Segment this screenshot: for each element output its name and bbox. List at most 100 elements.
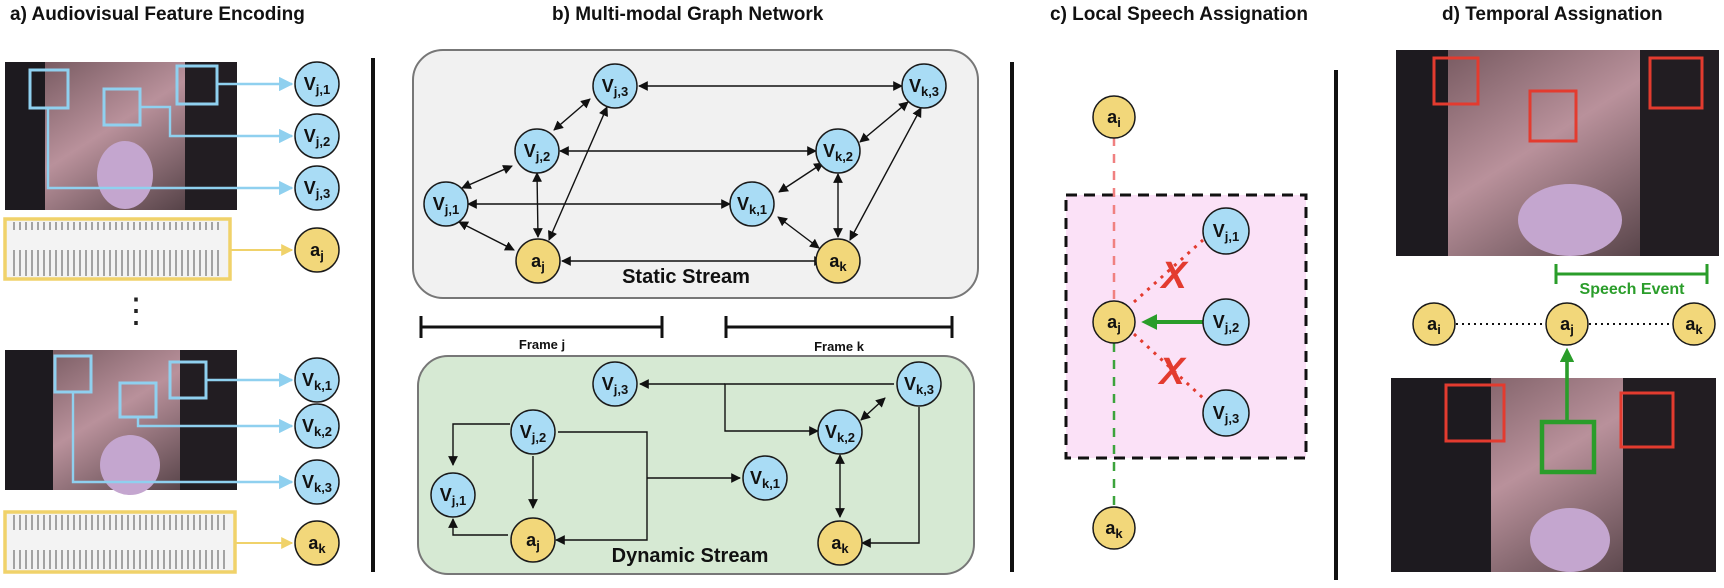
static-node-3-subscript: j (540, 259, 545, 274)
encoded-node-1-label: Vj,2 (304, 126, 330, 149)
temporal-node-aj-circle (1545, 302, 1589, 346)
encoded-node-0-subscript: j,1 (315, 82, 330, 97)
assign-node-ak-circle (1092, 506, 1136, 550)
encoded-node-4-subscript: k,1 (314, 378, 332, 393)
encoded-node-3-subscript: j (319, 248, 324, 263)
temporal-node-ak: ak (1672, 302, 1716, 346)
static-node-3-label: aj (531, 251, 545, 274)
dynamic-node-1-subscript: j,2 (531, 430, 546, 445)
video-frame-bottom (1391, 378, 1716, 572)
dynamic-node-3-circle (510, 517, 556, 563)
dynamic-node-1-label: Vj,2 (520, 422, 546, 445)
static-node-4-circle (901, 63, 947, 109)
encoded-node-7: ak (294, 520, 340, 566)
dynamic-node-2-label: Vj,1 (440, 485, 466, 508)
link-face-j3 (46, 108, 294, 196)
static-node-5: Vk,2 (815, 128, 861, 174)
speech-event-bracket (1554, 264, 1709, 284)
audio-waveform-k (3, 510, 237, 574)
static-node-0-subscript: j,3 (613, 84, 628, 99)
dynamic-node-2-circle (430, 472, 476, 518)
static-node-4: Vk,3 (901, 63, 947, 109)
dynamic-node-3-label: aj (526, 530, 540, 553)
dynamic-node-7-circle (817, 520, 863, 566)
audio-waveform-j (3, 217, 232, 281)
static-node-0-label: Vj,3 (602, 76, 628, 99)
assign-node-aj-circle (1092, 300, 1136, 344)
dynamic-node-0-label: Vj,3 (602, 374, 628, 397)
encoded-node-3-label: aj (310, 240, 324, 263)
temporal-node-aj-label: aj (1560, 314, 1574, 337)
static-node-1: Vj,2 (514, 128, 560, 174)
static-node-7-subscript: k (839, 259, 847, 274)
static-node-5-subscript: k,2 (835, 149, 853, 164)
static-node-6-label: Vk,1 (737, 194, 767, 217)
dynamic-node-4-subscript: k,3 (916, 382, 934, 397)
static-node-6: Vk,1 (729, 181, 775, 227)
encoded-node-6-subscript: k,3 (314, 480, 332, 495)
assign-node-vj2-subscript: j,2 (1224, 320, 1239, 335)
dynamic-stream-box (417, 355, 975, 575)
temporal-node-aj-subscript: j (1569, 322, 1574, 337)
assign-node-vj1-circle (1202, 207, 1250, 255)
dynamic-node-1-circle (510, 409, 556, 455)
static-node-3: aj (515, 238, 561, 284)
dynamic-edges (448, 379, 920, 548)
assign-node-vj3-circle (1202, 389, 1250, 437)
temporal-node-ai-label: ai (1427, 314, 1441, 337)
speech-event-label: Speech Event (1580, 281, 1686, 298)
static-node-3-circle (515, 238, 561, 284)
assign-node-vj3: Vj,3 (1202, 389, 1250, 437)
static-node-6-subscript: k,1 (749, 202, 767, 217)
panel-d: Speech Event ai aj ak (1391, 50, 1719, 572)
encoded-node-7-circle (294, 520, 340, 566)
encoded-node-2-subscript: j,3 (315, 186, 330, 201)
dynamic-node-4-label: Vk,3 (904, 374, 934, 397)
static-node-2-label: Vj,1 (433, 194, 459, 217)
dynamic-node-3-subscript: j (535, 538, 540, 553)
title-panel-a: a) Audiovisual Feature Encoding (10, 4, 305, 25)
title-panel-b: b) Multi-modal Graph Network (552, 4, 824, 25)
dynamic-node-5-circle (817, 409, 863, 455)
dynamic-node-5: Vk,2 (817, 409, 863, 455)
encoded-node-3-circle (294, 227, 340, 273)
encoded-node-0-label: Vj,1 (304, 74, 330, 97)
encoded-node-6-circle (294, 459, 340, 505)
static-node-7: ak (815, 238, 861, 284)
dynamic-node-6-circle (742, 455, 788, 501)
assign-node-ak-label: ak (1105, 518, 1123, 541)
encoded-node-0: Vj,1 (294, 61, 340, 107)
frame-k-label: Frame k (814, 339, 865, 354)
encoded-node-5-circle (294, 403, 340, 449)
assign-node-aj: aj (1092, 300, 1136, 344)
assign-node-vj1: Vj,1 (1202, 207, 1250, 255)
static-node-1-circle (514, 128, 560, 174)
link-face-k2 (136, 417, 294, 434)
dynamic-node-7-subscript: k (841, 541, 849, 556)
encoded-node-6: Vk,3 (294, 459, 340, 505)
frame-j-bracket (419, 316, 664, 338)
video-frame-k (5, 350, 237, 495)
static-edges (458, 81, 922, 266)
encoded-node-1: Vj,2 (294, 113, 340, 159)
static-node-5-circle (815, 128, 861, 174)
dynamic-node-7-label: ak (831, 533, 849, 556)
encoded-node-2-circle (294, 165, 340, 211)
assign-node-vj1-subscript: j,1 (1224, 229, 1239, 244)
assign-node-ai: ai (1092, 95, 1136, 139)
static-node-1-label: Vj,2 (524, 141, 550, 164)
dynamic-node-0: Vj,3 (592, 361, 638, 407)
link-face-k3 (71, 392, 294, 490)
dynamic-node-3: aj (510, 517, 556, 563)
dynamic-stream-label: Dynamic Stream (612, 545, 769, 567)
static-node-0-circle (592, 63, 638, 109)
dynamic-node-0-subscript: j,3 (613, 382, 628, 397)
static-node-2: Vj,1 (423, 181, 469, 227)
cross-mark-2: X (1157, 351, 1187, 393)
dynamic-node-4: Vk,3 (896, 361, 942, 407)
assign-node-vj2: Vj,2 (1202, 298, 1250, 346)
encoded-node-5: Vk,2 (294, 403, 340, 449)
